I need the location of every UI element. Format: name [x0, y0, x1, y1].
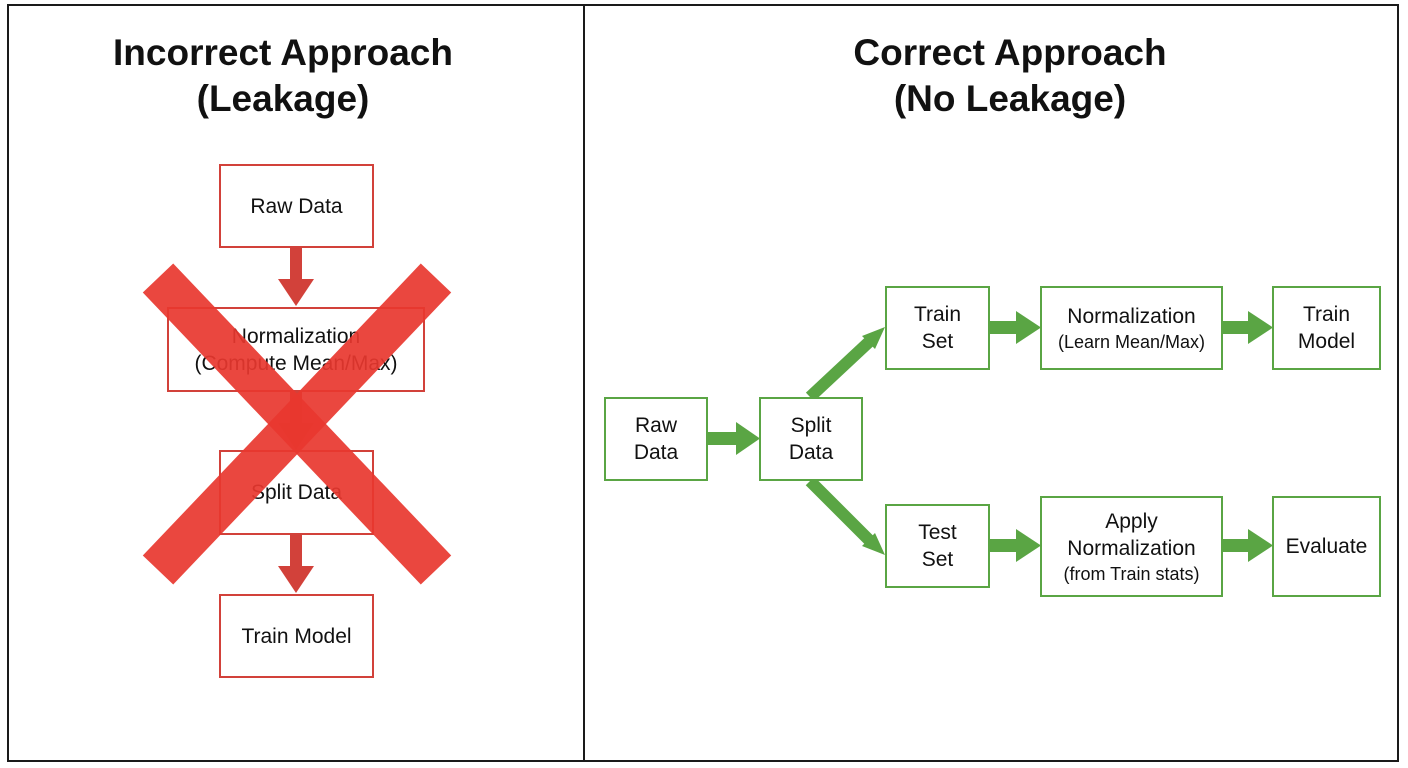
right-arrow-split-to-testset-head [862, 533, 885, 555]
right-arrow-split-to-trainset-head [862, 327, 885, 349]
right-arrow-raw-to-split-head [736, 422, 760, 455]
right-arrow-norm-to-trainmodel-head [1248, 311, 1273, 344]
right-arrow-trainset-to-norm-shaft [990, 321, 1018, 334]
left-raw-data-box: Raw Data [219, 164, 374, 248]
right-arrow-testset-to-apply-head [1016, 529, 1041, 562]
right-arrow-testset-to-apply-shaft [990, 539, 1018, 552]
right-title-line2: (No Leakage) [893, 78, 1127, 119]
right-train-set-label-line2: Set [921, 330, 954, 353]
right-test-set-label-line2: Set [921, 548, 954, 571]
right-arrow-apply-to-evaluate-head [1248, 529, 1273, 562]
right-arrow-apply-to-evaluate-shaft [1222, 539, 1250, 552]
right-split-data-label-line1: Split [790, 414, 832, 437]
right-arrow-split-to-trainset-shaft [805, 336, 875, 402]
left-panel-title: Incorrect Approach (Leakage) [60, 30, 506, 122]
left-arrow-split-to-train-head [278, 566, 314, 593]
right-train-model-label-line1: Train [1302, 303, 1351, 326]
right-arrow-norm-to-trainmodel-shaft [1222, 321, 1250, 334]
right-test-set-box: Test Set [885, 504, 990, 588]
right-apply-normalization-box: Apply Normalization (from Train stats) [1040, 496, 1223, 597]
right-raw-data-box: Raw Data [604, 397, 708, 481]
right-evaluate-box: Evaluate [1272, 496, 1381, 597]
right-train-set-label-line1: Train [913, 303, 962, 326]
right-train-model-box: Train Model [1272, 286, 1381, 370]
right-apply-normalization-label-line1: Apply [1105, 509, 1158, 533]
red-cross-stroke-b [142, 263, 452, 585]
left-split-data-label: Split Data [250, 481, 343, 504]
right-title-line1: Correct Approach [853, 32, 1167, 73]
right-train-model-label-line2: Model [1297, 330, 1356, 353]
right-split-data-label-line2: Data [788, 441, 834, 464]
left-train-model-label: Train Model [241, 624, 352, 648]
left-normalization-label-line1: Normalization [231, 324, 361, 348]
right-learn-normalization-box: Normalization (Learn Mean/Max) [1040, 286, 1223, 370]
left-arrow-raw-to-norm-head [278, 279, 314, 306]
right-learn-normalization-label-line2: (Learn Mean/Max) [1057, 331, 1206, 352]
left-title-line1: Incorrect Approach [113, 32, 453, 73]
left-title-line2: (Leakage) [196, 78, 370, 119]
left-train-model-box: Train Model [219, 594, 374, 678]
left-raw-data-label: Raw Data [250, 194, 343, 218]
right-arrow-raw-to-split-shaft [708, 432, 738, 445]
outer-frame [7, 4, 1399, 762]
right-test-set-label-line1: Test [918, 521, 957, 544]
left-arrow-split-to-train-shaft [290, 535, 302, 567]
right-train-set-box: Train Set [885, 286, 990, 370]
right-panel-title: Correct Approach (No Leakage) [780, 30, 1240, 122]
left-arrow-raw-to-norm-shaft [290, 248, 302, 280]
panel-divider [583, 4, 585, 762]
right-evaluate-label: Evaluate [1285, 535, 1368, 558]
right-apply-normalization-label-line2: Normalization [1067, 536, 1196, 560]
right-apply-normalization-label-line3: (from Train stats) [1063, 563, 1200, 584]
right-raw-data-label-line2: Data [633, 441, 679, 464]
right-arrow-split-to-testset-shaft [805, 476, 875, 546]
right-split-data-box: Split Data [759, 397, 863, 481]
right-arrow-trainset-to-norm-head [1016, 311, 1041, 344]
right-learn-normalization-label-line1: Normalization [1067, 304, 1196, 328]
right-raw-data-label-line1: Raw [634, 414, 677, 437]
